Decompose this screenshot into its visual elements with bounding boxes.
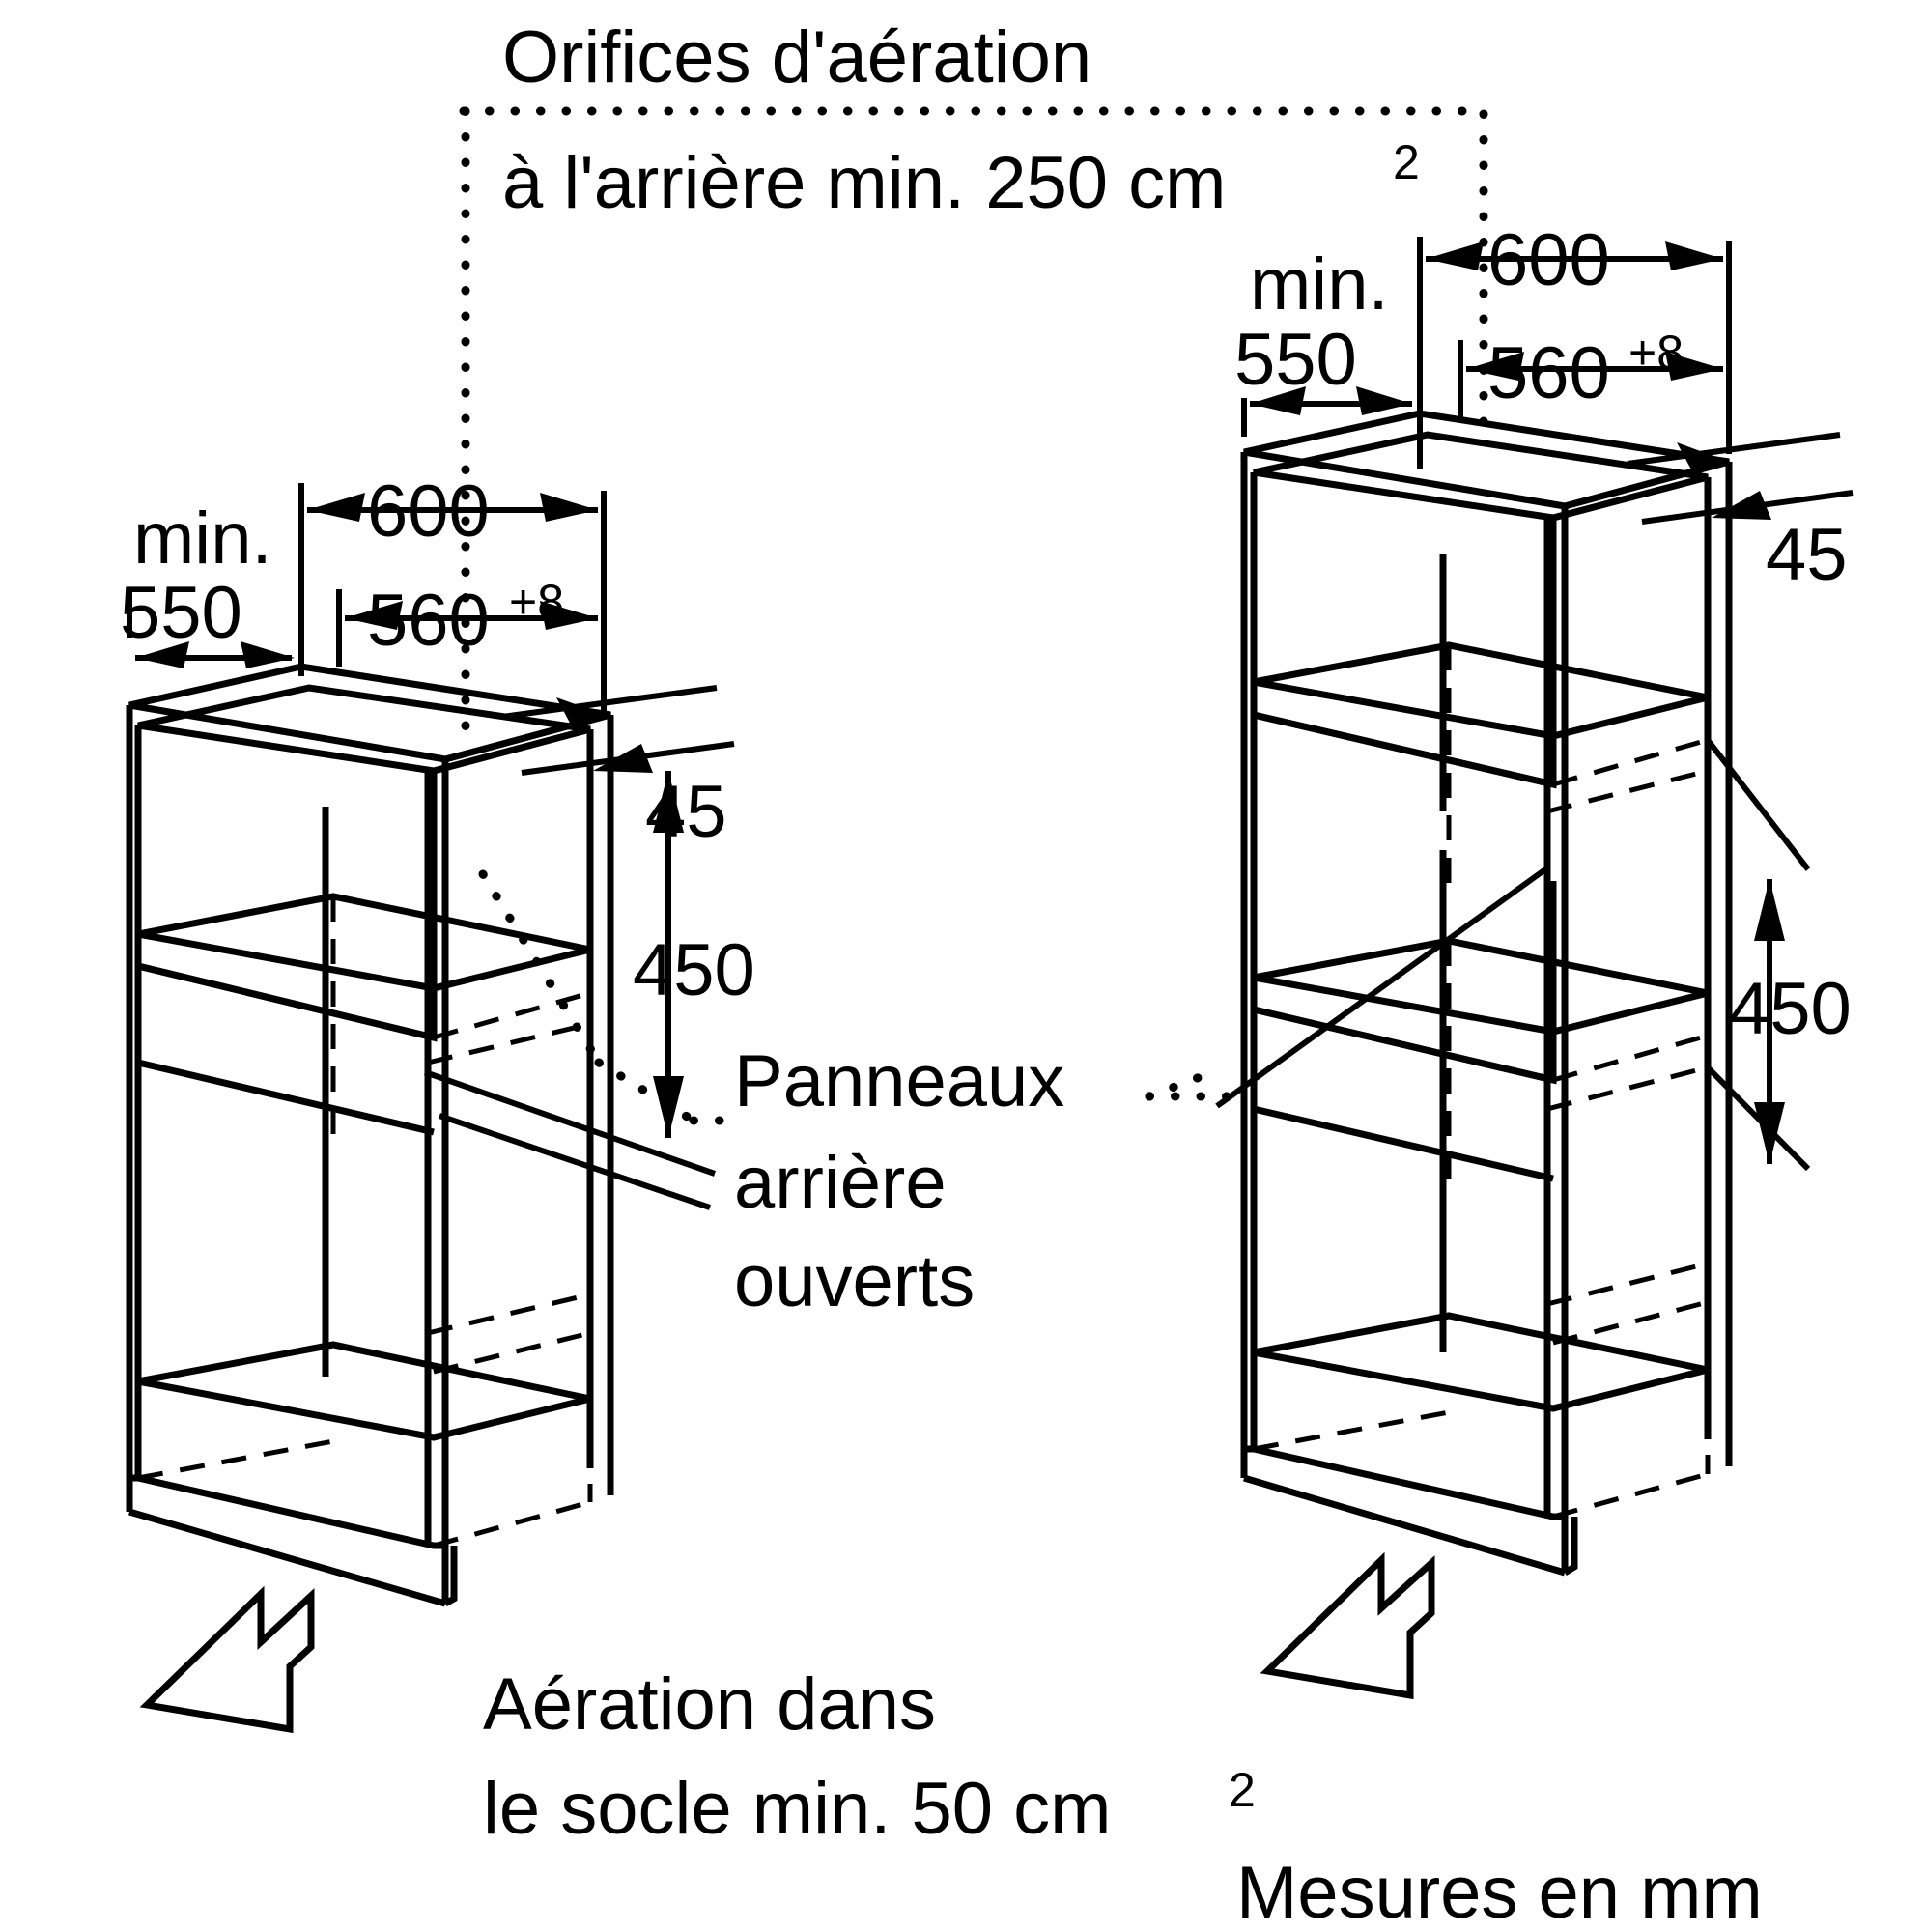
right-niche-height-value: 450 [1729, 968, 1852, 1050]
right-560-arrow-right [1665, 352, 1723, 381]
left-niche-width-tolerance: +8 [509, 575, 564, 629]
right-cabinet-plinth-bottom-front [1243, 1474, 1566, 1577]
right-cabinet-top-inner-rim [1253, 431, 1709, 522]
right-cabinet-shelf1-hidden-1 [1552, 737, 1709, 787]
left-cabinet-plinth-right [443, 1546, 458, 1607]
right-cabinet-shelf2-hidden-1 [1552, 1033, 1709, 1083]
left-45-arrow-down [556, 697, 610, 726]
left-600-arrow-right [540, 493, 598, 522]
panels-pointer-right-1 [1215, 867, 1547, 1109]
left-plinth-air-arrow [139, 1585, 315, 1734]
panels-leader-right-2 [1145, 1069, 1212, 1101]
right-45-arrow-down [1677, 442, 1729, 471]
right-cabinet: min. 550 600 560 +8 [1234, 219, 1854, 1700]
left-niche-height-value: 450 [633, 929, 755, 1011]
right-450-arrow-top [1754, 879, 1785, 941]
left-cabinet-upper-shelf-front [137, 962, 435, 1041]
right-cabinet-plinth-right [1563, 1517, 1578, 1577]
left-cabinet-plinth-hidden-1 [137, 1438, 334, 1481]
right-560-arrow-left [1466, 352, 1524, 381]
right-cabinet-shelf1-hidden-2 [1546, 768, 1709, 814]
right-cabinet-shelf1-front [1253, 711, 1554, 788]
left-cabinet-plinth-bottom-front [128, 1508, 446, 1607]
left-560-arrow-left [345, 601, 403, 630]
left-cabinet-lower-front-top [137, 1059, 435, 1136]
vent-title-line2-superscript: 2 [1393, 135, 1420, 189]
left-cabinet-floor-hidden [433, 1396, 591, 1440]
right-cabinet-plinth-hidden-1 [1253, 1409, 1450, 1452]
right-cabinet-bottom-compartment-top [1253, 1105, 1554, 1182]
right-gap-top-value: 45 [1766, 514, 1848, 596]
right-450-arrow-bottom [1754, 1102, 1785, 1164]
left-600-arrow-left [307, 493, 365, 522]
left-550-arrow-right [241, 641, 295, 668]
left-cabinet-hidden-shelf-diag-2 [427, 1021, 591, 1065]
panels-pointer-left-1 [424, 1069, 716, 1177]
panels-label-line2: arrière [734, 1142, 947, 1224]
right-depth-min-value: 550 [1234, 319, 1357, 401]
left-depth-min-value: 550 [120, 572, 242, 654]
right-cabinet-hidden-lower-2 [1552, 1299, 1709, 1346]
right-550-arrow-left [1250, 386, 1306, 415]
right-niche-width-value: 560 [1487, 332, 1610, 414]
left-depth-min-label: min. [133, 497, 272, 580]
right-cabinet-shelf2-front [1253, 1006, 1554, 1084]
left-cabinet-hidden-shelf-diag-1 [433, 990, 591, 1040]
left-cabinet-hidden-lower-1 [427, 1292, 591, 1336]
right-600-arrow-right [1665, 242, 1723, 270]
left-450-arrow-bottom [653, 1076, 684, 1138]
right-600-arrow-left [1426, 242, 1484, 270]
right-450-leader-top [1705, 738, 1811, 871]
left-550-arrow-left [135, 641, 189, 668]
left-cabinet: min. 550 600 560 +8 [120, 470, 755, 1734]
plinth-vent-line2-superscript: 2 [1229, 1763, 1256, 1817]
right-450-leader-bottom [1705, 1065, 1811, 1172]
left-cabinet-top-inner-rim [137, 684, 591, 775]
right-cabinet-plinth-hidden-2 [1552, 1471, 1709, 1520]
panels-label-line3: ouverts [734, 1240, 975, 1322]
left-560-arrow-right [540, 601, 598, 630]
left-outer-width-value: 600 [367, 470, 490, 553]
left-cabinet-hidden-lower-2 [433, 1330, 591, 1375]
plinth-vent-line1: Aération dans [483, 1663, 936, 1746]
right-niche-width-tolerance: +8 [1628, 326, 1684, 380]
open-back-panels-annotation: Panneaux arrière ouverts [424, 867, 1547, 1322]
measures-unit-note: Mesures en mm [1236, 1852, 1763, 1932]
right-plinth-air-arrow [1260, 1551, 1435, 1700]
panels-pointer-left-2 [439, 1113, 711, 1210]
left-niche-width-value: 560 [367, 580, 490, 662]
right-cabinet-shelf2-hidden-2 [1546, 1065, 1709, 1112]
right-depth-min-label: min. [1250, 243, 1389, 326]
vent-title-line1: Orifices d'aération [502, 16, 1091, 99]
right-outer-width-value: 600 [1487, 219, 1610, 301]
right-cabinet-floor-hidden [1552, 1367, 1709, 1411]
right-550-arrow-right [1356, 386, 1412, 415]
left-450-arrow-top [653, 771, 684, 833]
panels-label-line1: Panneaux [734, 1040, 1064, 1122]
right-45-leader-1 [1627, 432, 1841, 467]
left-cabinet-plinth-hidden-2 [433, 1499, 591, 1548]
left-gap-top-value: 45 [645, 771, 727, 853]
left-45-arrow-up [593, 744, 653, 773]
panels-leader-left-branch-2 [594, 1058, 698, 1125]
right-45-arrow-up [1712, 491, 1771, 520]
vent-title-line2: à l'arrière min. 250 cm [502, 142, 1226, 224]
plinth-vent-line2: le socle min. 50 cm [483, 1768, 1111, 1850]
left-45-leader [501, 685, 718, 720]
right-cabinet-hidden-lower-1 [1546, 1261, 1709, 1307]
